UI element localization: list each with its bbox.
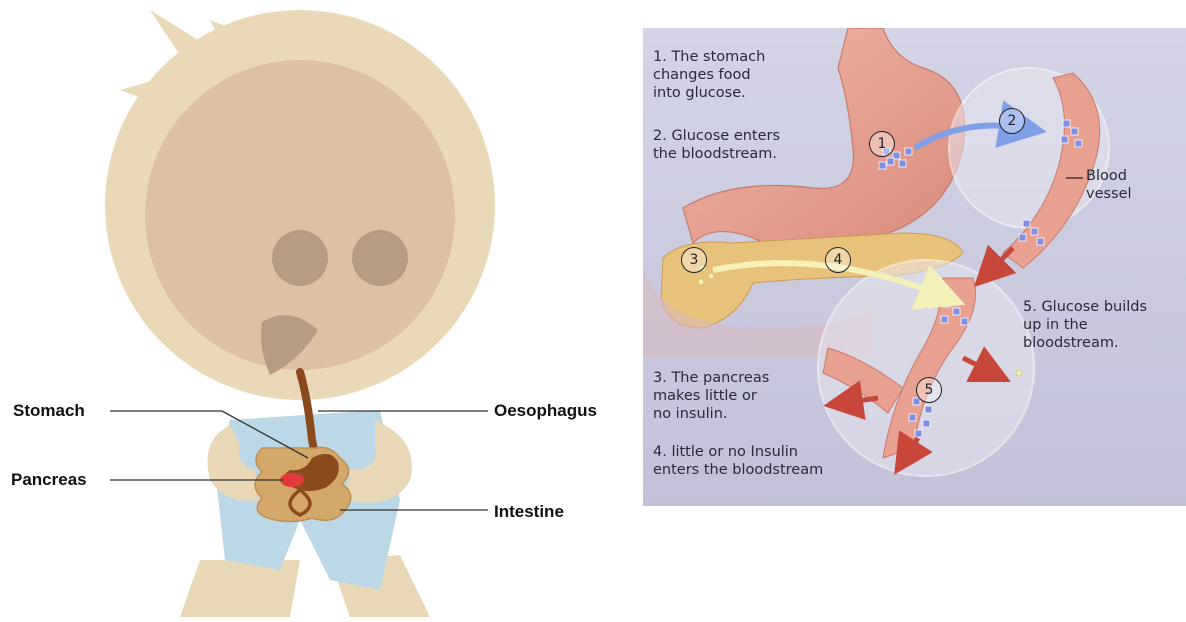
intestine-label: Intestine [494, 502, 564, 522]
step-5-marker: 5 [916, 377, 942, 403]
stomach-label: Stomach [13, 401, 85, 421]
glucose-diagram: 1. The stomach changes food into glucose… [643, 28, 1186, 506]
pancreas-label: Pancreas [11, 470, 87, 490]
cartoon-figure: Stomach Pancreas Oesophagus Intestine [0, 0, 640, 617]
step-2-text: 2. Glucose enters the bloodstream. [653, 127, 780, 163]
step-4-text: 4. little or no Insulin enters the blood… [653, 443, 823, 479]
step-4-marker: 4 [825, 247, 851, 273]
step-1-text: 1. The stomach changes food into glucose… [653, 48, 765, 102]
left-eye [272, 230, 328, 286]
step-2-marker: 2 [999, 108, 1025, 134]
oesophagus-label: Oesophagus [494, 401, 597, 421]
blood-vessel-label: Blood vessel [1086, 167, 1132, 203]
step-1-marker: 1 [869, 131, 895, 157]
step-5-text: 5. Glucose builds up in the bloodstream. [1023, 298, 1147, 352]
right-eye [352, 230, 408, 286]
left-leg [180, 560, 300, 617]
step-3-marker: 3 [681, 247, 707, 273]
step-3-text: 3. The pancreas makes little or no insul… [653, 369, 769, 423]
cartoon-illustration [0, 0, 640, 617]
